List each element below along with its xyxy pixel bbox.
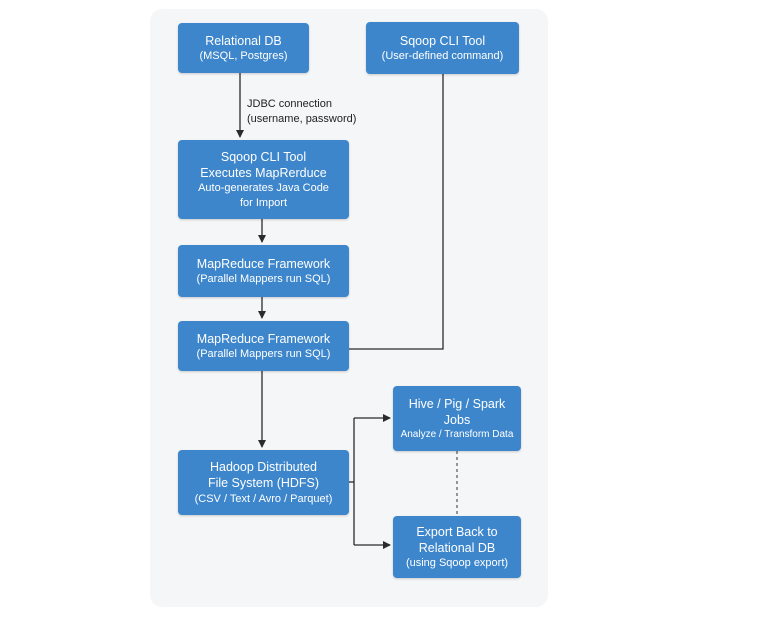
jdbc-label-line-2: (username, password)	[247, 112, 357, 125]
jdbc-label-line-1: JDBC connection	[247, 98, 332, 110]
node-subtitle: (Parallel Mappers run SQL)	[196, 272, 331, 285]
node-subtitle-line-2: for Import	[239, 196, 288, 209]
node-mapreduce-framework-1: MapReduce Framework (Parallel Mappers ru…	[178, 245, 349, 297]
node-subtitle: (using Sqoop export)	[405, 557, 509, 570]
node-title-line-1: Hive / Pig / Spark	[408, 396, 506, 411]
node-export-back-to-relational-db: Export Back to Relational DB (using Sqoo…	[393, 516, 521, 578]
jdbc-connection-label: JDBC connection (username, password)	[247, 97, 356, 127]
node-subtitle: (User-defined command)	[381, 49, 504, 62]
node-sqoop-executes-mapreduce: Sqoop CLI Tool Executes MapRerduce Auto-…	[178, 140, 349, 219]
node-title-line-1: Hadoop Distributed	[209, 460, 317, 475]
node-title-line-2: Jobs	[443, 413, 471, 427]
node-title: MapReduce Framework	[196, 331, 331, 346]
node-subtitle-line-1: Auto-generates Java Code	[198, 182, 329, 195]
node-title-line-1: Export Back to	[416, 524, 498, 539]
node-sqoop-cli-tool: Sqoop CLI Tool (User-defined command)	[366, 22, 519, 74]
node-hdfs: Hadoop Distributed File System (HDFS) (C…	[178, 450, 349, 515]
node-title-line-2: Executes MapRerduce	[200, 166, 327, 181]
node-subtitle: Analyze / Transform Data	[400, 429, 514, 441]
node-title: MapReduce Framework	[196, 256, 331, 271]
node-hive-pig-spark-jobs: Hive / Pig / Spark Jobs Analyze / Transf…	[393, 386, 521, 451]
node-subtitle: (CSV / Text / Avro / Parquet)	[194, 492, 333, 505]
node-title-line-2: Relational DB	[418, 540, 496, 555]
connector-sqoop-cli-to-mapreduce-2	[349, 74, 444, 350]
node-title: Relational DB	[205, 33, 282, 48]
node-relational-db: Relational DB (MSQL, Postgres)	[178, 23, 309, 73]
node-subtitle: (Parallel Mappers run SQL)	[196, 347, 331, 360]
node-title-line-2: File System (HDFS)	[207, 476, 320, 491]
node-title: Sqoop CLI Tool	[399, 33, 486, 48]
node-mapreduce-framework-2: MapReduce Framework (Parallel Mappers ru…	[178, 321, 349, 371]
node-subtitle: (MSQL, Postgres)	[199, 49, 288, 62]
node-title-line-1: Sqoop CLI Tool	[220, 149, 307, 164]
